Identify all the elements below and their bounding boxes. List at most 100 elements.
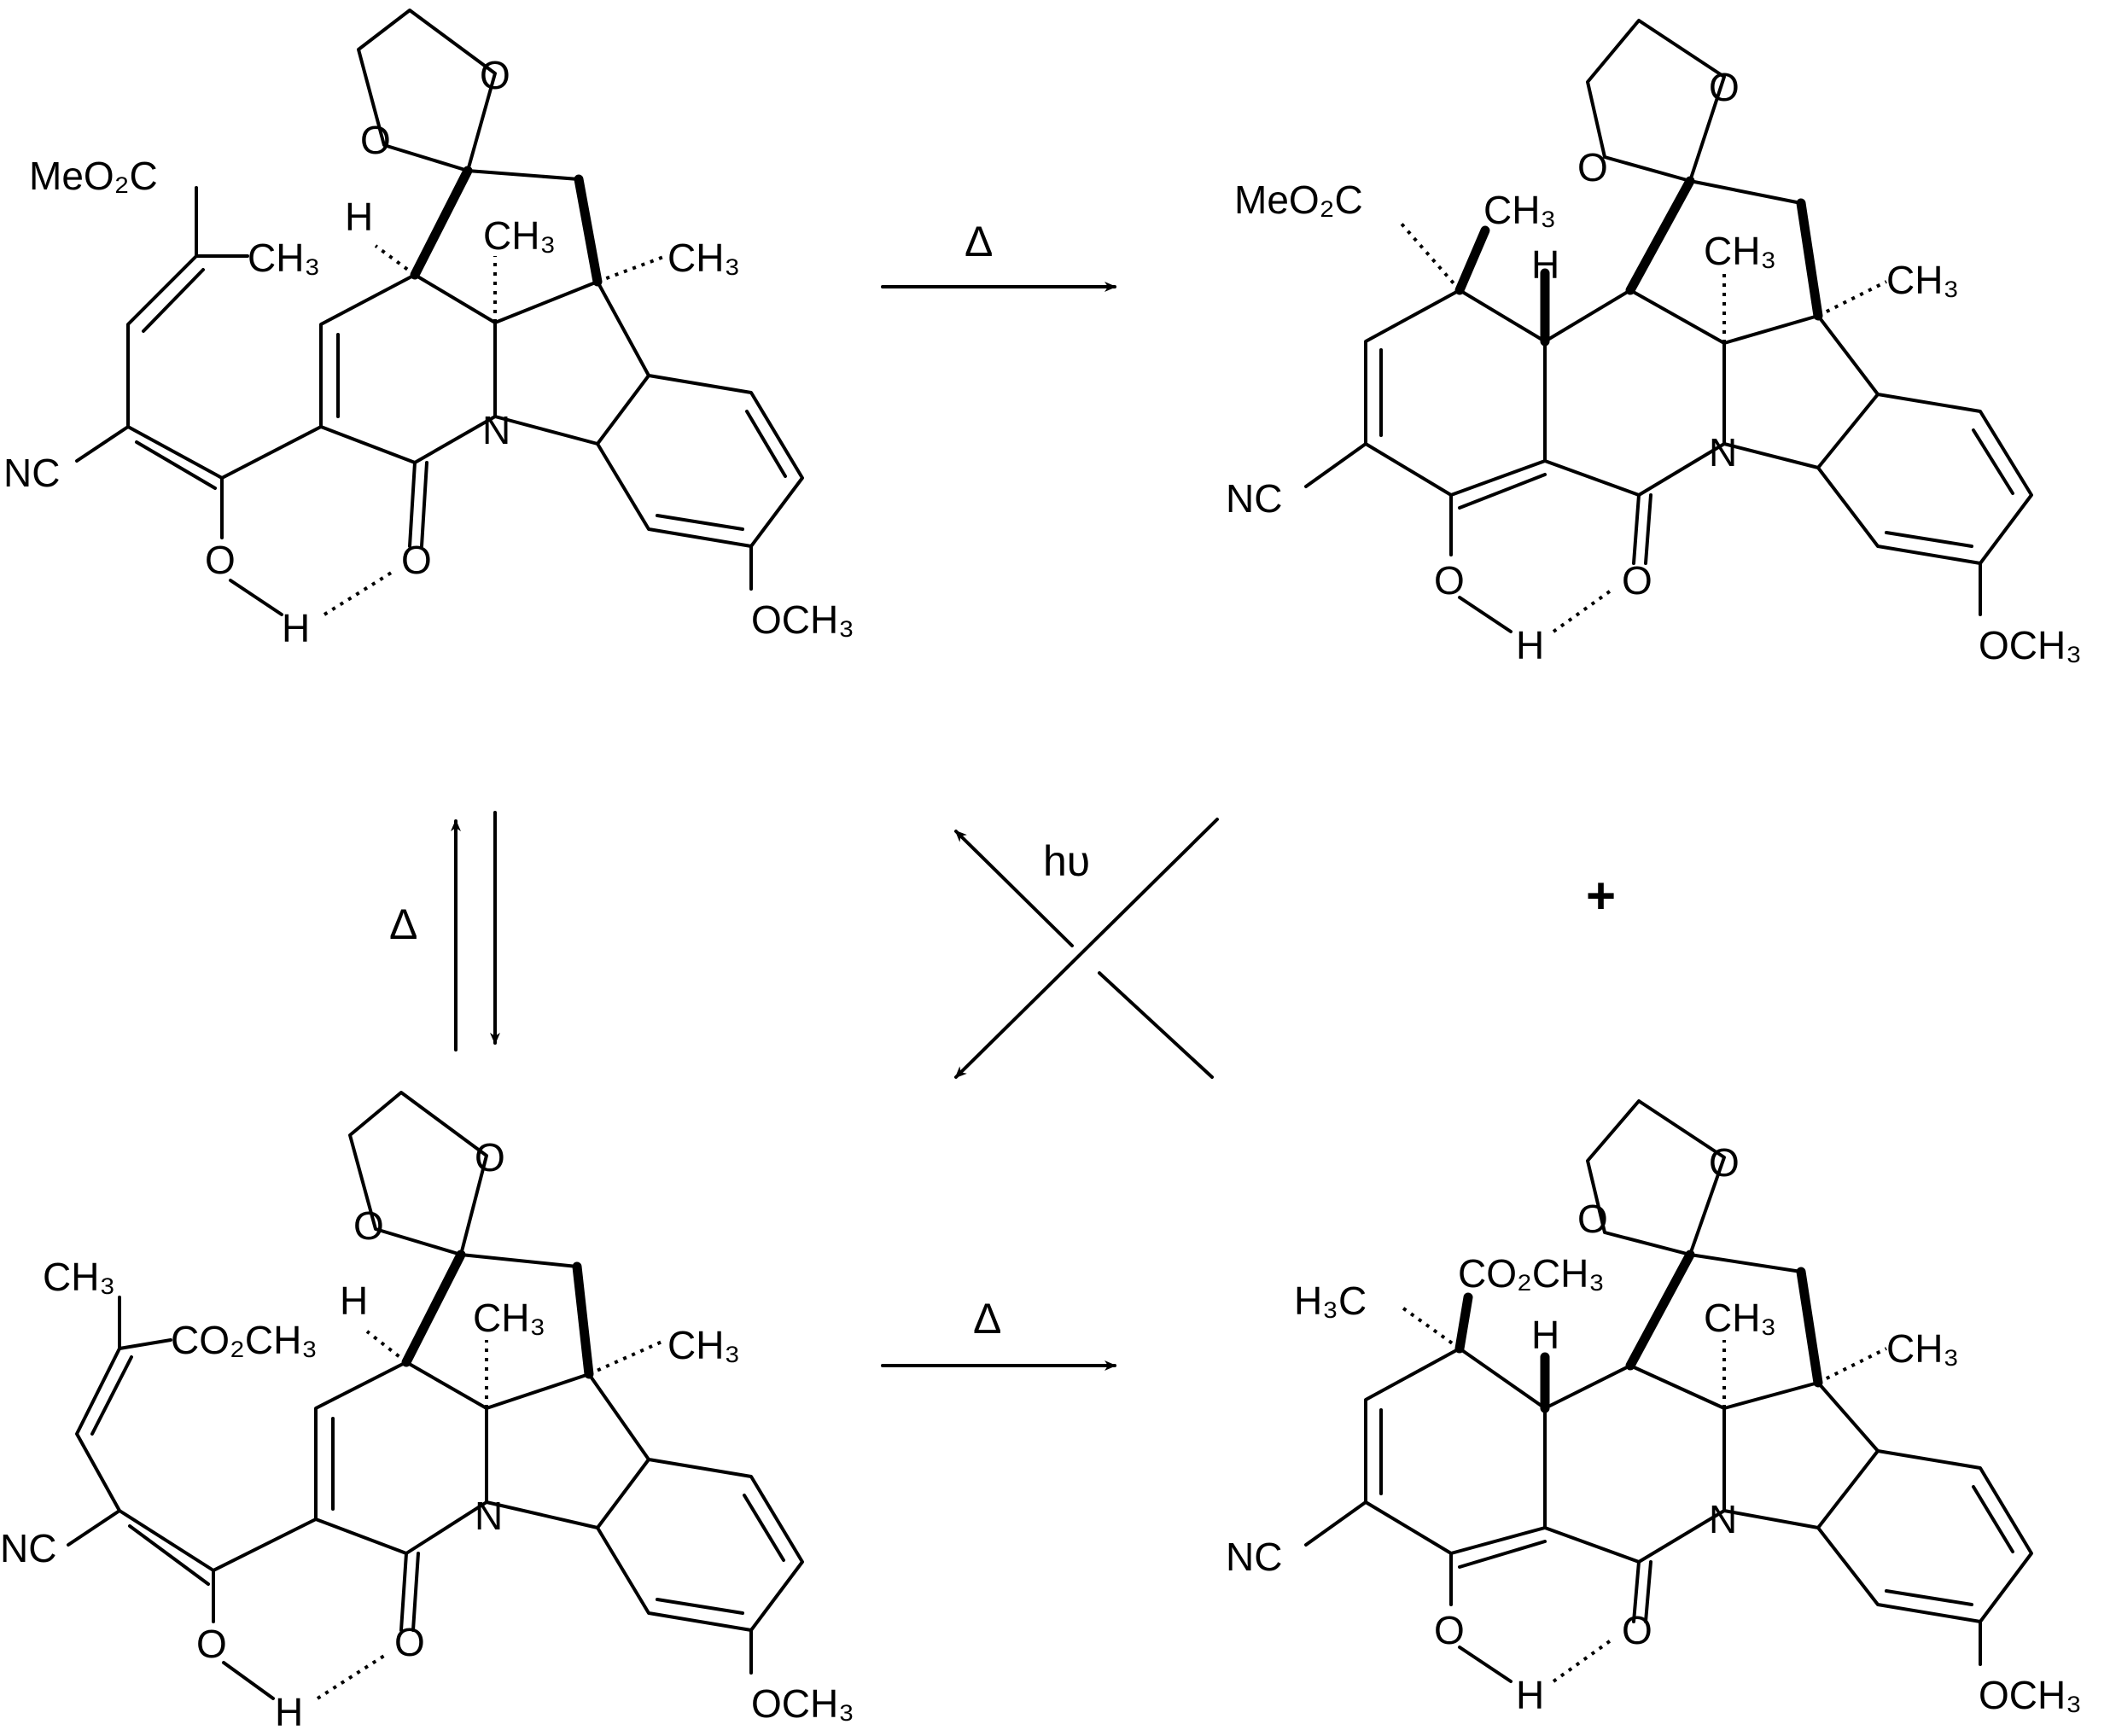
molecule-top-left: O O H CH₃ CH₃ N O MeO₂C CH₃ NC O H OCH₃ <box>3 9 854 650</box>
o-atom: O <box>360 118 391 162</box>
equilibrium-arrows: Δ <box>389 811 500 1052</box>
oh-bond <box>229 579 283 616</box>
carbonyl <box>1632 493 1652 565</box>
o-atom: O <box>394 1620 425 1664</box>
molecule-bottom-left: O O H CH₃ CH₃ N O CH₃ CO₂CH₃ NC O H OCH₃ <box>0 1091 854 1734</box>
methyl-label: CH₃ <box>667 1323 740 1367</box>
h-bond <box>1552 587 1615 633</box>
h-atom: H <box>1516 1673 1544 1717</box>
hash-bond <box>1817 1347 1887 1384</box>
wedge-bond <box>574 174 603 287</box>
double-bond <box>128 1524 210 1586</box>
oh-bond <box>222 1661 275 1700</box>
o-atom: O <box>1434 558 1465 603</box>
indoline-ring <box>493 280 804 548</box>
aromatic-bond <box>596 1458 650 1529</box>
nitrile-bond <box>67 1509 121 1547</box>
hash-bond <box>374 244 417 277</box>
nitrile-label: NC <box>1226 1535 1282 1579</box>
methyl-label: CH₃ <box>1886 258 1959 302</box>
aromatic-double <box>1885 428 2014 548</box>
o-atom: O <box>1622 558 1652 603</box>
n-atom: N <box>475 1494 503 1538</box>
o-atom: O <box>205 538 236 582</box>
oh-bond <box>1458 596 1513 633</box>
indoline-ring <box>1722 1381 2033 1623</box>
h-bond <box>1552 1637 1615 1683</box>
methyl-label: CH₃ <box>483 213 556 258</box>
carbonyl <box>1632 1560 1652 1623</box>
o-atom: O <box>1577 1197 1608 1241</box>
wedge-bond <box>1796 198 1823 321</box>
carbonyl <box>399 1552 420 1632</box>
plus-sign: + <box>1586 867 1616 924</box>
cyclohexadiene-ring <box>1364 1347 1547 1555</box>
ester-label: MeO₂C <box>1234 178 1363 222</box>
methoxy-label: OCH₃ <box>1979 623 2082 667</box>
lactam-ring <box>314 1360 488 1555</box>
wedge-bond <box>1625 176 1695 295</box>
h-atom: H <box>1531 242 1559 287</box>
double-bond <box>90 1355 133 1436</box>
hash-methyl <box>1398 1304 1461 1350</box>
heat-label: Δ <box>965 218 993 265</box>
diene-chain <box>126 186 323 480</box>
methoxy-label: OCH₃ <box>1979 1673 2082 1717</box>
h-atom: H <box>275 1690 303 1734</box>
wedge-bond <box>1625 1250 1695 1371</box>
light-label: hυ <box>1043 837 1090 885</box>
o-atom: O <box>1434 1608 1465 1652</box>
aromatic-double <box>1885 1485 2014 1606</box>
hash-ester <box>1398 220 1461 292</box>
cyclohexadiene-ring <box>1364 288 1547 497</box>
hash-bond <box>597 254 667 283</box>
nitrile-bond <box>75 425 130 463</box>
h-atom: H <box>345 195 373 239</box>
aromatic-bond <box>1816 1449 1880 1529</box>
h-atom: H <box>340 1279 368 1323</box>
lactam-ring <box>1543 288 1726 497</box>
o-atom: O <box>401 538 432 582</box>
dioxolane-ring <box>1586 19 1726 183</box>
aromatic-double <box>656 1494 785 1615</box>
nitrile-label: NC <box>0 1526 56 1570</box>
wedge-ester <box>1454 1292 1473 1354</box>
o-atom: O <box>480 53 510 97</box>
o-atom: O <box>1709 65 1740 109</box>
lactam-ring <box>319 273 497 464</box>
indoline-ring <box>1722 314 2033 565</box>
nitrile-bond <box>1304 442 1367 488</box>
aromatic-bond <box>1816 393 1880 469</box>
diene-chain <box>75 1296 318 1572</box>
hash-bond <box>588 1338 667 1376</box>
wedge-bond <box>1796 1267 1823 1388</box>
wedge-bond <box>410 166 473 280</box>
h-atom: H <box>282 606 310 650</box>
methyl-label: H₃C <box>1294 1279 1367 1323</box>
o-atom: O <box>196 1622 227 1666</box>
methyl-label: CH₃ <box>248 236 320 280</box>
methyl-label: CH₃ <box>667 236 740 280</box>
nitrile-bond <box>1304 1500 1367 1547</box>
o-atom: O <box>1622 1608 1652 1652</box>
o-atom: O <box>1709 1140 1740 1185</box>
double-bond <box>1458 473 1547 510</box>
wedge-bond <box>572 1261 594 1379</box>
n-atom: N <box>482 408 510 452</box>
methoxy-label: OCH₃ <box>751 1681 854 1726</box>
methyl-label: CH₃ <box>1483 188 1556 232</box>
ester-bond <box>118 1338 172 1350</box>
heat-label: Δ <box>389 900 417 948</box>
ester-label: MeO₂C <box>29 154 158 198</box>
methyl-label: CH₃ <box>473 1296 545 1340</box>
double-bond <box>135 440 217 490</box>
hash-bond <box>1817 280 1887 317</box>
h-bond <box>323 570 394 616</box>
aromatic-double <box>656 410 787 531</box>
methyl-label: CH₃ <box>1704 229 1776 273</box>
dioxolane-ring <box>1586 1099 1726 1256</box>
o-atom: O <box>353 1203 384 1248</box>
top-forward-arrow: Δ <box>881 218 1116 292</box>
